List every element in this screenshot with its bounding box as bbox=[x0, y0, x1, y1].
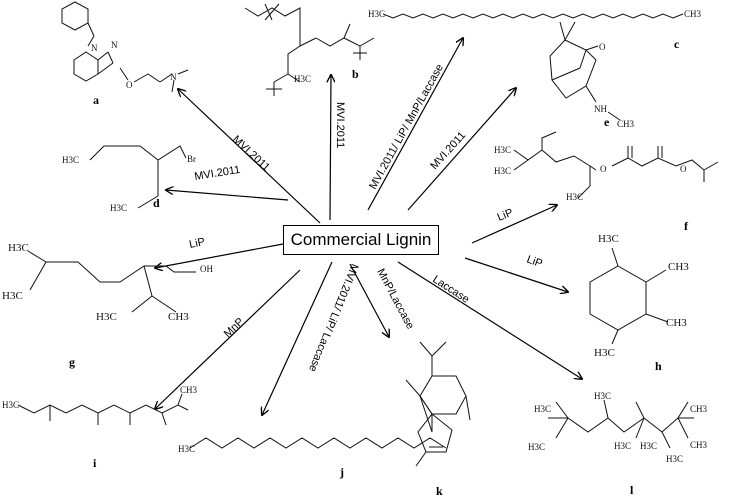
edge-label-f: LiP bbox=[496, 207, 515, 224]
atom-o-e: O bbox=[599, 42, 606, 52]
structure-g: H3C H3C OH H3C CH3 bbox=[2, 242, 213, 323]
arrow-to-c bbox=[367, 38, 463, 211]
label-g: g bbox=[69, 355, 75, 369]
arrow-to-g bbox=[155, 243, 284, 268]
arrow-to-i bbox=[155, 269, 301, 409]
edge-label-e: MVI.2011 bbox=[428, 130, 468, 172]
label-c: c bbox=[674, 37, 680, 51]
edge-label-l: Laccase bbox=[430, 273, 471, 305]
arrow-to-j bbox=[262, 261, 333, 415]
atom-h3c-j: H3C bbox=[178, 444, 195, 454]
structure-c: H3C CH3 bbox=[368, 9, 702, 19]
structure-d: H3C Br H3C bbox=[62, 145, 196, 213]
edge-label-b: MVI.2011 bbox=[334, 102, 346, 148]
label-f: f bbox=[684, 219, 689, 233]
edge-label-h: LiP bbox=[525, 254, 544, 271]
structure-l: H3C H3C H3C H3C H3C CH3 CH3 H3C bbox=[528, 391, 708, 464]
label-i: i bbox=[93, 456, 97, 470]
atom-oh-g: OH bbox=[200, 264, 213, 274]
structure-i: H3C CH3 bbox=[2, 385, 198, 426]
label-h: h bbox=[655, 359, 662, 373]
atom-n1: N bbox=[91, 43, 98, 53]
label-a: a bbox=[93, 93, 99, 107]
atom-ch3-h1: CH3 bbox=[668, 261, 689, 273]
atom-h3c-c: H3C bbox=[368, 9, 385, 19]
edge-label-i: MnP bbox=[222, 316, 247, 340]
atom-n2: N bbox=[111, 40, 118, 50]
atom-ch3-l1: CH3 bbox=[690, 404, 708, 414]
atom-br-d: Br bbox=[187, 154, 196, 164]
atom-h3c-l5: H3C bbox=[640, 441, 657, 451]
atom-ch3-i: CH3 bbox=[180, 385, 198, 395]
commercial-lignin-box: Commercial Lignin bbox=[283, 225, 439, 255]
atom-h3c-d2: H3C bbox=[110, 203, 127, 213]
atom-ch3-g: CH3 bbox=[168, 311, 189, 323]
structure-f: H3C H3C O O H3C bbox=[494, 131, 719, 202]
atom-h3c-f2: H3C bbox=[494, 166, 511, 176]
edge-label-j: MVI.2011/ LiP/ Laccase bbox=[306, 262, 360, 373]
structure-e: O NH CH3 bbox=[549, 21, 635, 129]
arrow-to-d bbox=[166, 190, 289, 201]
atom-h3c-l6: H3C bbox=[666, 454, 683, 464]
atom-h3c-l1: H3C bbox=[534, 404, 551, 414]
atom-o-f1: O bbox=[600, 164, 607, 174]
label-d: d bbox=[153, 196, 160, 210]
atom-h3c-g1: H3C bbox=[8, 242, 29, 254]
structure-k bbox=[405, 341, 471, 467]
label-k: k bbox=[436, 484, 443, 498]
atom-o-f2: O bbox=[680, 164, 687, 174]
structure-j: H3C bbox=[178, 437, 447, 454]
arrow-to-e bbox=[407, 88, 516, 211]
atom-nh-e: NH bbox=[594, 104, 607, 114]
arrow-to-f bbox=[471, 205, 557, 244]
atom-h3c-f1: H3C bbox=[494, 145, 511, 155]
atom-ch3-e: CH3 bbox=[617, 119, 635, 129]
arrow-to-a bbox=[178, 89, 321, 224]
atom-ch3-c: CH3 bbox=[684, 9, 702, 19]
edge-label-d: MVI.2011 bbox=[194, 164, 242, 183]
atom-h3c-d1: H3C bbox=[62, 155, 79, 165]
atom-h3c-f3: H3C bbox=[566, 192, 583, 202]
edge-label-g: LiP bbox=[188, 236, 206, 251]
arrow-to-l bbox=[397, 261, 582, 379]
atom-h3c-g2: H3C bbox=[2, 290, 23, 302]
label-j: j bbox=[339, 465, 344, 479]
atom-h3c-l3: H3C bbox=[528, 442, 545, 452]
arrow-to-h bbox=[464, 257, 568, 292]
structure-b: H3C bbox=[244, 3, 375, 96]
atom-ch3-l2: CH3 bbox=[690, 440, 708, 450]
arrow-to-k bbox=[349, 263, 389, 337]
label-e: e bbox=[604, 115, 610, 129]
label-l: l bbox=[630, 483, 634, 497]
label-b: b bbox=[352, 67, 359, 81]
atom-h3c-i: H3C bbox=[2, 400, 19, 410]
edge-label-c: MVI.2011/ LiP/ MnP/Laccase bbox=[367, 62, 446, 191]
atom-h3c-h2: H3C bbox=[594, 347, 615, 359]
atom-h3c-l2: H3C bbox=[594, 391, 611, 401]
atom-n3: N bbox=[170, 72, 177, 82]
structure-h: H3C CH3 CH3 H3C bbox=[589, 233, 689, 359]
atom-o: O bbox=[126, 80, 133, 90]
atom-h3c-g3: H3C bbox=[96, 311, 117, 323]
atom-h3c-l4: H3C bbox=[614, 441, 631, 451]
arrow-to-b bbox=[330, 75, 331, 221]
atom-h3c-h1: H3C bbox=[598, 233, 619, 245]
structure-a: N N O N bbox=[61, 1, 189, 93]
atom-h3c-b: H3C bbox=[294, 74, 311, 84]
atom-ch3-h2: CH3 bbox=[666, 317, 687, 329]
